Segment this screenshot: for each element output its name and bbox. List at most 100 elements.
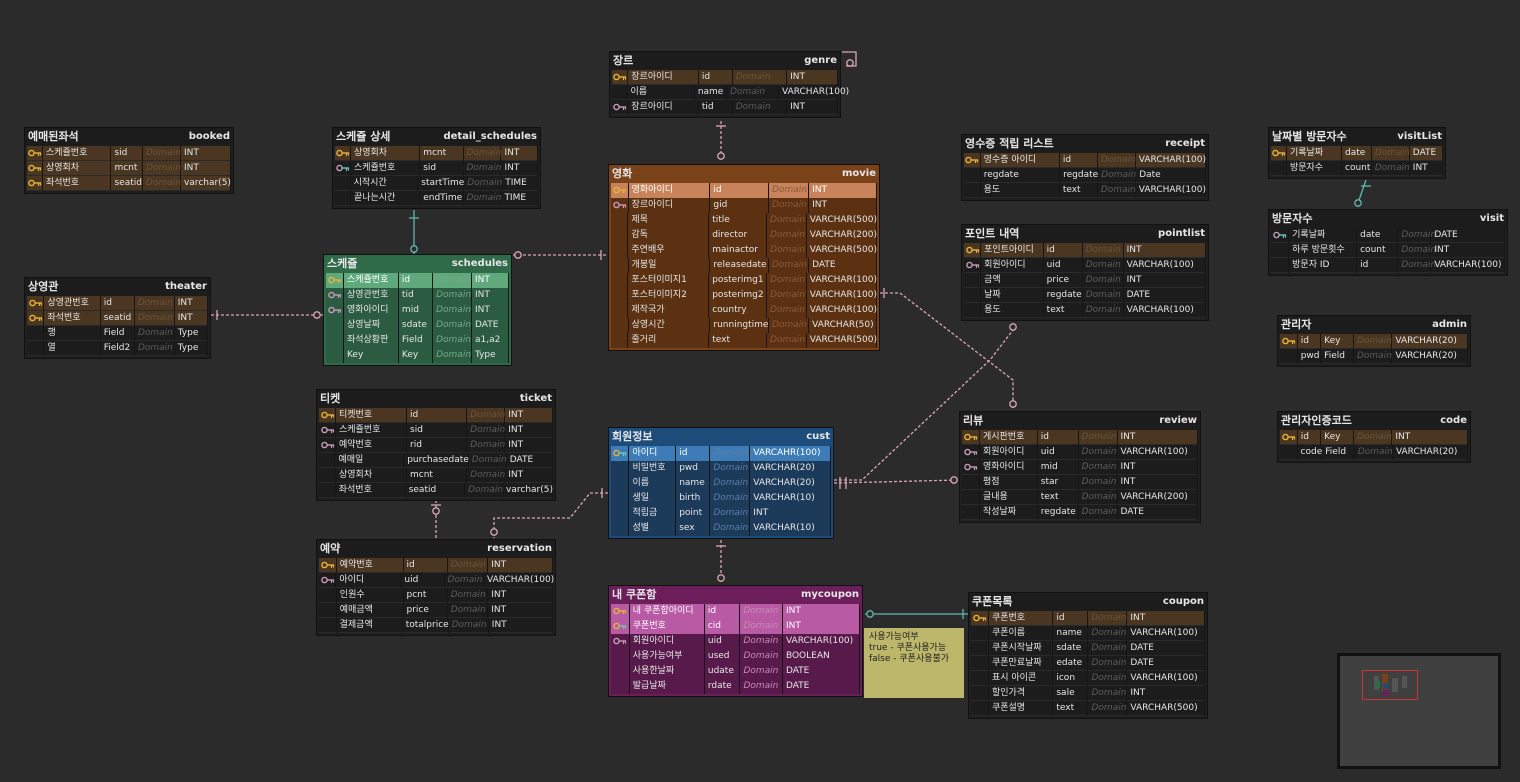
rel-cust-reservation[interactable] [493,492,608,538]
rel-cust-review[interactable] [833,479,960,484]
rel-visitlist-visit[interactable] [1357,179,1367,204]
rel-movie-review[interactable] [880,292,1014,408]
minimap[interactable] [1340,656,1498,766]
